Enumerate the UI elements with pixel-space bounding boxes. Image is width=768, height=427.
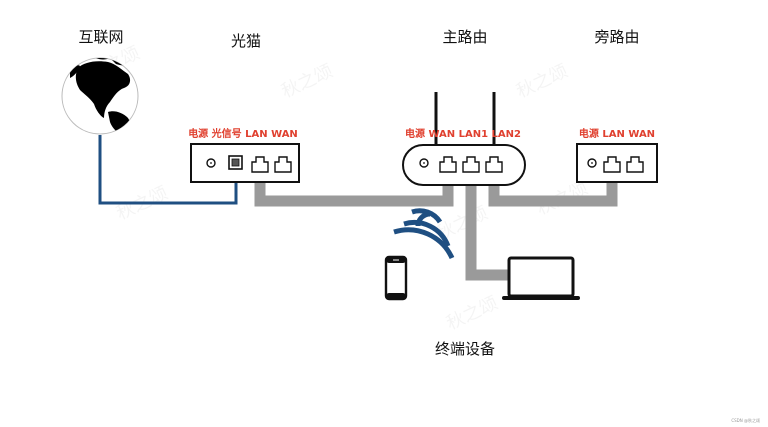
optical-port-icon bbox=[228, 155, 243, 170]
main-router-ports-label: 电源 WAN LAN1 LAN2 bbox=[405, 127, 521, 140]
phone-icon bbox=[384, 255, 408, 301]
watermark-text: 秋之颂 bbox=[278, 61, 336, 103]
lan2-port-icon bbox=[485, 156, 503, 173]
main-router: 电源 WAN LAN1 LAN2 bbox=[402, 92, 526, 186]
wifi-icon bbox=[393, 208, 455, 260]
lan-port-icon bbox=[603, 156, 621, 173]
wan-port-icon bbox=[439, 156, 457, 173]
modem-ports-label: 电源 光信号 LAN WAN bbox=[188, 127, 298, 140]
watermark-text: 秋之颂 bbox=[513, 61, 571, 103]
end-devices-title: 终端设备 bbox=[435, 340, 495, 358]
power-port-icon bbox=[587, 158, 597, 168]
power-port-icon bbox=[206, 158, 216, 168]
side-router: 电源 LAN WAN bbox=[576, 127, 658, 183]
watermark-text: 秋之颂 bbox=[443, 293, 501, 335]
laptop-icon bbox=[502, 256, 580, 300]
modem: 电源 光信号 LAN WAN bbox=[188, 127, 300, 183]
wan-port-icon bbox=[274, 156, 292, 173]
lan1-port-icon bbox=[462, 156, 480, 173]
modem-title: 光猫 bbox=[231, 32, 261, 50]
ethernet-cable-main-router-to-laptop bbox=[465, 166, 512, 281]
fiber-cable bbox=[98, 135, 238, 205]
credit-text: CSDN @秋之颂 bbox=[731, 417, 760, 423]
internet-title: 互联网 bbox=[78, 28, 123, 46]
main-router-title: 主路由 bbox=[442, 28, 487, 46]
lan-port-icon bbox=[251, 156, 269, 173]
globe-icon bbox=[61, 57, 139, 135]
power-port-icon bbox=[419, 158, 429, 168]
wan-port-icon bbox=[626, 156, 644, 173]
side-router-title: 旁路由 bbox=[594, 28, 639, 46]
side-router-ports-label: 电源 LAN WAN bbox=[579, 127, 655, 140]
